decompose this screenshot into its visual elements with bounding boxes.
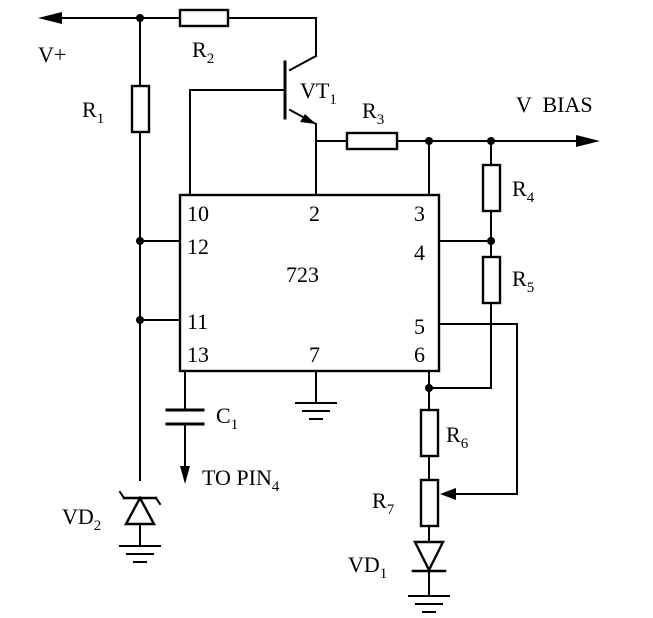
ic-723-body	[178, 193, 441, 373]
ic-name: 723	[286, 262, 319, 287]
ic-pin-2: 2	[309, 201, 320, 226]
ic-pin-5: 5	[414, 314, 425, 339]
c1-label: C1	[216, 403, 238, 433]
vt1-label: VT1	[300, 78, 337, 108]
r7-label: R7	[372, 488, 395, 518]
ic-pin-12: 12	[187, 234, 209, 259]
ground-icon	[408, 595, 450, 613]
diode-vd1	[411, 540, 447, 573]
junctions	[136, 14, 495, 392]
emitter-arrow	[300, 114, 316, 124]
topin-label: TO PIN4	[202, 465, 280, 495]
r5-label: R5	[512, 266, 534, 296]
resistor-r6	[419, 408, 440, 458]
r6-label: R6	[446, 422, 469, 452]
vplus-arrow	[38, 12, 62, 24]
ground-icon	[295, 402, 337, 420]
topin-arrow	[180, 466, 190, 484]
ic-pin-3: 3	[414, 201, 425, 226]
resistor-r1	[130, 84, 151, 134]
ic-pin-13: 13	[187, 342, 209, 367]
ic-pin-6: 6	[414, 342, 425, 367]
resistor-r4	[481, 163, 502, 213]
vd1-label: VD1	[348, 552, 387, 582]
r4-label: R4	[512, 176, 535, 206]
r1-label: R1	[82, 97, 104, 127]
resistor-r3	[345, 131, 399, 151]
ground-icon	[119, 545, 161, 563]
vbias-arrow	[576, 135, 600, 147]
ic-pin-4: 4	[414, 240, 425, 265]
ic-pin-7: 7	[309, 342, 320, 367]
capacitor-c1	[165, 408, 205, 426]
resistor-r5	[481, 255, 502, 305]
r7-wiper-arrow	[440, 488, 456, 500]
vd2-label: VD2	[62, 504, 101, 534]
vplus-label: V+	[38, 42, 66, 67]
resistor-r2	[178, 8, 230, 28]
ic-pin-11: 11	[187, 309, 208, 334]
r3-label: R3	[362, 98, 384, 128]
resistor-r7	[419, 478, 440, 528]
zener-diode-vd2	[118, 490, 162, 531]
ic-pin-10: 10	[187, 201, 209, 226]
vbias-label: V BIAS	[516, 92, 593, 117]
r2-label: R2	[192, 37, 214, 67]
